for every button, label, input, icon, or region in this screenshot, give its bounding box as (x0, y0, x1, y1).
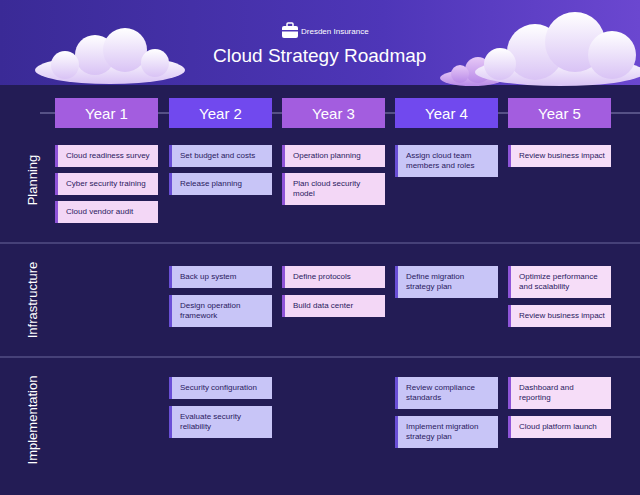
node-text: Define migration strategy plan (406, 272, 492, 293)
node-text: Year 4 (425, 105, 468, 122)
task-card: Implement migration strategy plan (395, 416, 498, 448)
task-card: Dashboard and reporting (508, 377, 611, 409)
row-separator (0, 243, 640, 244)
row-label: Infrastructure (25, 262, 40, 339)
node-text: Build data center (293, 301, 353, 311)
task-card: Review business impact (508, 145, 611, 167)
task-card: Operation planning (282, 145, 385, 167)
node-text: Assign cloud team members and roles (406, 151, 492, 172)
task-card: Release planning (169, 173, 272, 195)
task-card: Evaluate security reliability (169, 406, 272, 438)
task-card: Assign cloud team members and roles (395, 145, 498, 177)
cloud-right (475, 12, 640, 86)
node-text: Implement migration strategy plan (406, 422, 492, 443)
task-card: Review compliance standards (395, 377, 498, 409)
node-text: Year 3 (312, 105, 355, 122)
task-card: Cyber security training (55, 173, 158, 195)
row-label: Implementation (25, 376, 40, 465)
briefcase-icon (282, 23, 298, 38)
node-text: Define protocols (293, 272, 351, 282)
task-card: Plan cloud security model (282, 173, 385, 205)
row-separator (0, 357, 640, 358)
node-text: Cloud vendor audit (66, 207, 133, 217)
year-header: Year 2 (169, 98, 272, 128)
node-text: Security configuration (180, 383, 257, 393)
node-text: Year 1 (85, 105, 128, 122)
task-card: Security configuration (169, 377, 272, 399)
brand-name: Dresden Insurance (301, 27, 369, 36)
node-text: Set budget and costs (180, 151, 255, 161)
task-card: Review business impact (508, 305, 611, 327)
task-card: Optimize performance and scalability (508, 266, 611, 298)
node-text: Back up system (180, 272, 236, 282)
node-text: Evaluate security reliability (180, 412, 266, 433)
year-header: Year 5 (508, 98, 611, 128)
year-header: Year 4 (395, 98, 498, 128)
node-text: Operation planning (293, 151, 361, 161)
task-card: Cloud vendor audit (55, 201, 158, 223)
node-text: Year 5 (538, 105, 581, 122)
node-text: Review business impact (519, 311, 605, 321)
header-band (0, 0, 640, 85)
node-text: Review compliance standards (406, 383, 492, 404)
task-card: Cloud platform launch (508, 416, 611, 438)
task-card: Design operation framework (169, 295, 272, 327)
node-text: Year 2 (199, 105, 242, 122)
cloud-left (35, 28, 185, 84)
task-card: Define migration strategy plan (395, 266, 498, 298)
task-card: Back up system (169, 266, 272, 288)
node-text: Cyber security training (66, 179, 146, 189)
title: Cloud Strategy Roadmap (213, 45, 426, 67)
row-label: Planning (25, 155, 40, 206)
node-text: Cloud readiness survey (66, 151, 150, 161)
task-card: Cloud readiness survey (55, 145, 158, 167)
year-header: Year 1 (55, 98, 158, 128)
node-text: Release planning (180, 179, 242, 189)
node-text: Design operation framework (180, 301, 266, 322)
node-text: Review business impact (519, 151, 605, 161)
task-card: Set budget and costs (169, 145, 272, 167)
node-text: Optimize performance and scalability (519, 272, 605, 293)
node-text: Cloud platform launch (519, 422, 597, 432)
node-text: Dashboard and reporting (519, 383, 605, 404)
node-text: Plan cloud security model (293, 179, 379, 200)
year-header: Year 3 (282, 98, 385, 128)
task-card: Build data center (282, 295, 385, 317)
task-card: Define protocols (282, 266, 385, 288)
